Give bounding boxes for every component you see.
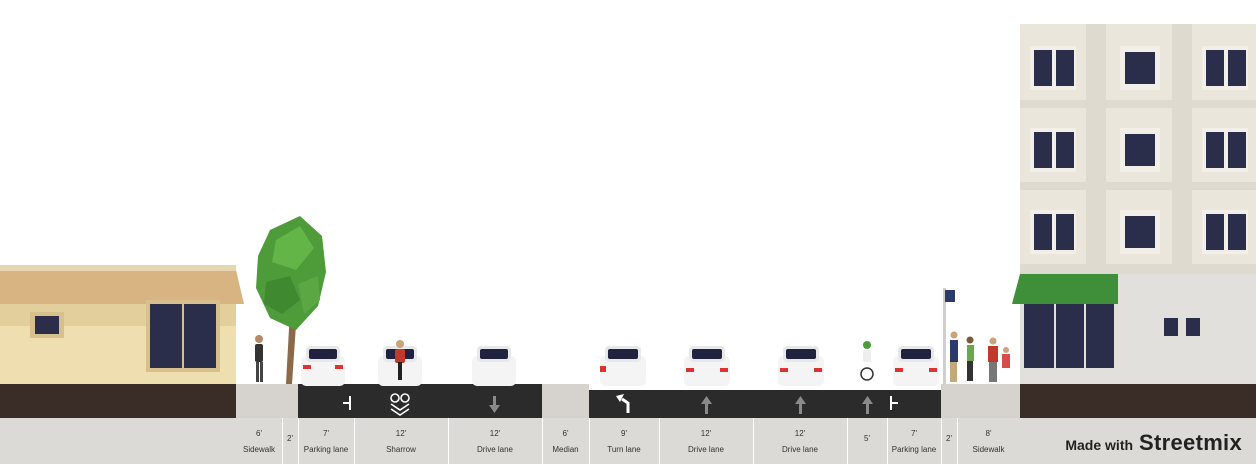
- segment-divider: [753, 418, 754, 464]
- parking-marking-left: [343, 402, 351, 404]
- segment-label: 8' Sidewalk: [957, 418, 1020, 464]
- tree: [256, 216, 326, 384]
- streetmix-logo-text: Streetmix: [1139, 430, 1242, 455]
- cyclist: [860, 341, 874, 381]
- segment-name: Sidewalk: [972, 444, 1005, 454]
- segment-label: 2': [941, 418, 957, 464]
- car: [472, 346, 516, 386]
- asphalt-left: [298, 384, 542, 418]
- segment-name: Drive lane: [687, 444, 724, 454]
- parking-marking-left-tick: [349, 396, 351, 410]
- building-windows: [1024, 46, 1248, 368]
- sidewalk-right: [941, 384, 1020, 418]
- awning: [1012, 274, 1118, 304]
- segment-width: 7': [323, 428, 329, 438]
- segment-name: Parking lane: [891, 444, 937, 454]
- segment-width: 12': [395, 428, 407, 438]
- segment-width: 12': [489, 428, 501, 438]
- pedestrian-group-right: [950, 331, 1010, 382]
- segment-name: Parking lane: [303, 444, 349, 454]
- sharrow-symbol: [390, 393, 410, 416]
- arrow-up-icon: [862, 396, 873, 414]
- segment-divider: [448, 418, 449, 464]
- segment-name: Drive lane: [476, 444, 513, 454]
- segment-label: 6' Median: [542, 418, 589, 464]
- cyclist: [395, 340, 405, 380]
- segment-width: 5': [864, 434, 870, 443]
- segment-width: 2': [946, 434, 952, 443]
- segment-divider: [957, 418, 958, 464]
- turn-left-arrow-head: [616, 394, 624, 402]
- house-left: [0, 265, 244, 384]
- arrow-up-icon: [701, 396, 712, 414]
- segment-name: Sidewalk: [242, 444, 275, 454]
- segment-divider: [354, 418, 355, 464]
- segment-divider: [298, 418, 299, 464]
- credit-prefix: Made with: [1065, 437, 1134, 453]
- segment-name: Drive lane: [781, 444, 818, 454]
- segment-width: 9': [621, 428, 627, 438]
- pedestrian-left: [255, 335, 263, 382]
- label-band: [0, 418, 1256, 464]
- bus-stop-sign: [943, 288, 955, 384]
- segment-label: 12' Drive lane: [753, 418, 847, 464]
- car: [684, 346, 730, 386]
- segment-divider: [282, 418, 283, 464]
- segment-width: 7': [911, 428, 917, 438]
- segment-label: 12' Drive lane: [448, 418, 542, 464]
- sidewalk-left: [236, 384, 298, 418]
- segment-name: Sharrow: [386, 444, 416, 454]
- segment-width: 6': [256, 428, 262, 438]
- segment-name: Median: [552, 444, 579, 454]
- segment-width: 2': [287, 434, 293, 443]
- segment-divider: [589, 418, 590, 464]
- segment-label: 12' Sharrow: [354, 418, 448, 464]
- ground-right: [1020, 384, 1256, 418]
- segment-name: Turn lane: [607, 444, 641, 454]
- made-with-streetmix-credit[interactable]: Made with Streetmix: [1065, 430, 1242, 456]
- parking-marking-right-tick: [890, 396, 892, 410]
- arrow-up-icon: [795, 396, 806, 414]
- segment-width: 12': [700, 428, 712, 438]
- segment-label: 5': [847, 418, 887, 464]
- segment-divider: [847, 418, 848, 464]
- median: [542, 384, 589, 418]
- segment-divider: [542, 418, 543, 464]
- segment-divider: [887, 418, 888, 464]
- turn-left-arrow-icon: [621, 397, 630, 413]
- car: [301, 346, 345, 386]
- segment-divider: [941, 418, 942, 464]
- segment-label: 7' Parking lane: [887, 418, 941, 464]
- segment-label: 2': [282, 418, 298, 464]
- segment-label: 6' Sidewalk: [236, 418, 282, 464]
- segment-divider: [659, 418, 660, 464]
- segment-width: 8': [985, 428, 992, 438]
- arrow-down-icon: [489, 396, 500, 413]
- asphalt-right: [589, 390, 941, 418]
- segment-width: 6': [562, 428, 569, 438]
- car: [778, 346, 824, 386]
- ground-left: [0, 384, 236, 418]
- segment-label: 9' Turn lane: [589, 418, 659, 464]
- parking-marking-right: [890, 402, 898, 404]
- car: [893, 346, 939, 386]
- segment-label: 12' Drive lane: [659, 418, 753, 464]
- segment-width: 12': [794, 428, 806, 438]
- segment-label: 7' Parking lane: [298, 418, 354, 464]
- car: [600, 346, 646, 386]
